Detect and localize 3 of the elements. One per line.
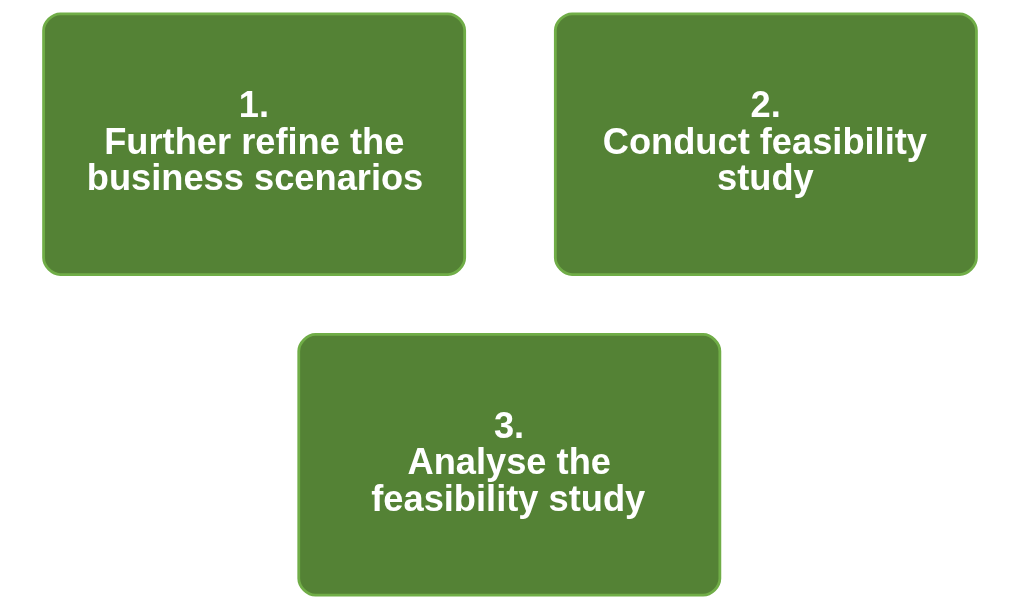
- node-box: 1. Further refine the business scenarios: [42, 12, 467, 276]
- node-box: 3. Analyse the feasibility study: [297, 333, 722, 597]
- node-box: 2. Conduct feasibility study: [553, 12, 978, 276]
